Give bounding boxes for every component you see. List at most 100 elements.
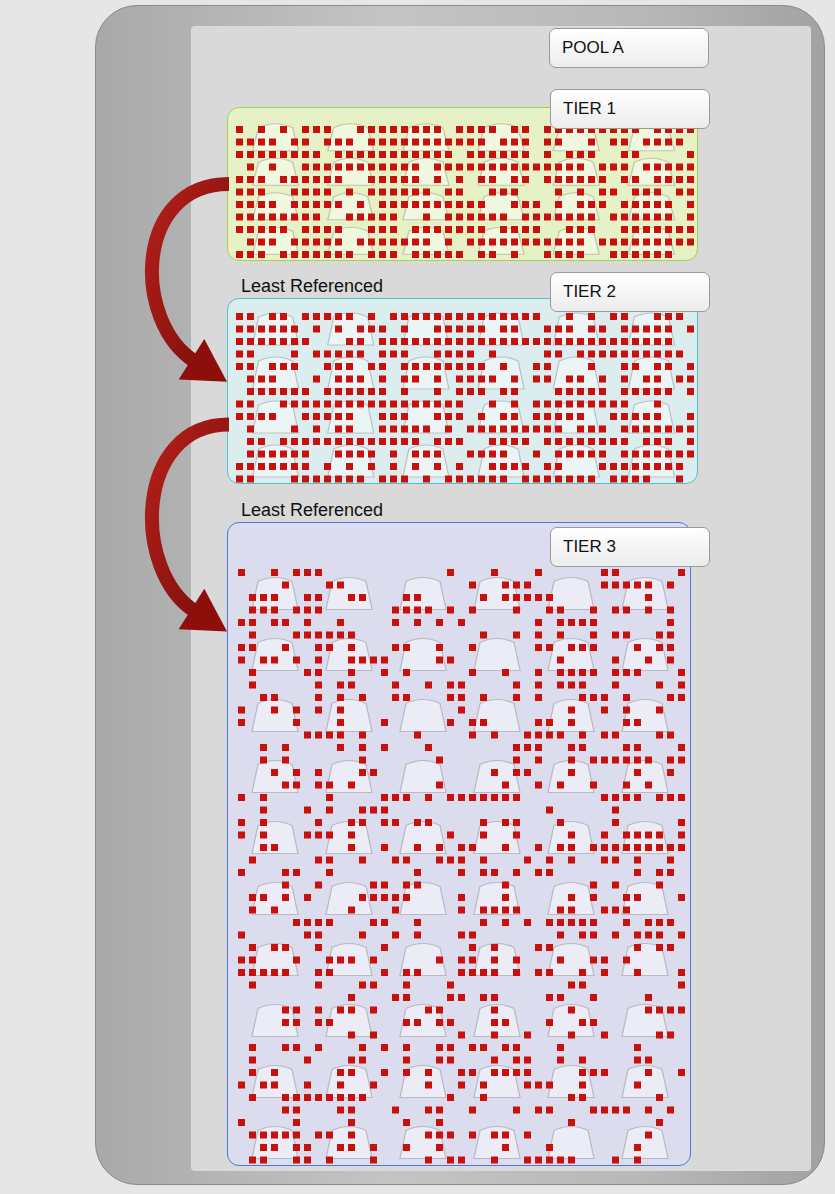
data-block xyxy=(357,214,364,221)
data-block xyxy=(436,957,443,964)
data-block xyxy=(546,807,553,814)
data-block xyxy=(456,413,463,420)
data-block xyxy=(436,1007,443,1014)
data-block xyxy=(247,201,254,208)
data-block xyxy=(632,476,639,483)
data-block xyxy=(368,176,375,183)
data-block xyxy=(500,214,507,221)
data-block xyxy=(258,189,265,196)
data-block xyxy=(291,239,298,246)
data-block xyxy=(258,139,265,146)
disk-icon xyxy=(326,761,372,793)
disk-icon xyxy=(553,158,599,185)
disk-icon xyxy=(328,193,374,220)
data-block xyxy=(368,313,375,320)
data-block xyxy=(566,151,573,158)
data-block xyxy=(467,376,474,383)
data-block xyxy=(282,582,289,589)
data-block xyxy=(247,251,254,258)
data-block xyxy=(302,438,309,445)
data-block xyxy=(676,451,683,458)
data-block xyxy=(579,682,586,689)
data-block xyxy=(282,757,289,764)
data-block xyxy=(401,189,408,196)
data-block xyxy=(535,569,542,576)
data-block xyxy=(390,476,397,483)
data-block xyxy=(271,969,278,976)
data-block xyxy=(379,351,386,358)
data-block xyxy=(544,438,551,445)
data-block xyxy=(544,139,551,146)
data-block xyxy=(522,126,529,133)
data-block xyxy=(249,632,256,639)
data-block xyxy=(335,376,342,383)
disk-icon xyxy=(328,124,374,151)
data-block xyxy=(445,401,452,408)
data-block xyxy=(315,944,322,951)
data-block xyxy=(678,569,685,576)
disk-icon xyxy=(474,578,520,610)
data-block xyxy=(335,139,342,146)
data-block xyxy=(392,607,399,614)
data-block xyxy=(368,126,375,133)
data-block xyxy=(502,782,509,789)
data-block xyxy=(645,657,652,664)
data-block xyxy=(370,882,377,889)
data-block xyxy=(643,413,650,420)
data-block xyxy=(434,126,441,133)
data-block xyxy=(346,426,353,433)
data-block xyxy=(381,882,388,889)
data-block xyxy=(436,844,443,851)
disk-icon xyxy=(253,313,299,345)
data-block xyxy=(456,313,463,320)
data-block xyxy=(423,338,430,345)
data-block xyxy=(282,782,289,789)
data-block xyxy=(247,363,254,370)
data-block xyxy=(269,226,276,233)
data-block xyxy=(480,719,487,726)
data-block xyxy=(588,313,595,320)
data-block xyxy=(357,164,364,171)
data-block xyxy=(621,363,628,370)
data-block xyxy=(599,451,606,458)
data-block xyxy=(645,1132,652,1139)
data-block xyxy=(368,189,375,196)
data-block xyxy=(645,757,652,764)
data-block xyxy=(535,632,542,639)
data-block xyxy=(500,363,507,370)
data-block xyxy=(291,338,298,345)
data-block xyxy=(467,338,474,345)
data-block xyxy=(238,969,245,976)
data-block xyxy=(436,757,443,764)
data-block xyxy=(315,857,322,864)
data-block xyxy=(436,1107,443,1114)
data-block xyxy=(368,151,375,158)
disk-icon xyxy=(553,445,599,477)
data-block xyxy=(511,189,518,196)
data-block xyxy=(687,413,694,420)
data-block xyxy=(665,426,672,433)
data-block xyxy=(588,426,595,433)
data-block xyxy=(324,413,331,420)
data-block xyxy=(513,1057,520,1064)
data-block xyxy=(368,239,375,246)
data-block xyxy=(511,338,518,345)
data-block xyxy=(423,313,430,320)
data-block xyxy=(271,657,278,664)
data-block xyxy=(258,463,265,470)
disk-icon xyxy=(478,357,524,389)
data-block xyxy=(293,1044,300,1051)
data-block xyxy=(612,1107,619,1114)
data-block xyxy=(326,644,333,651)
data-block xyxy=(634,1144,641,1151)
data-block xyxy=(436,1019,443,1026)
data-block xyxy=(524,1069,531,1076)
data-block xyxy=(392,857,399,864)
data-block xyxy=(414,607,421,614)
data-block xyxy=(423,451,430,458)
data-block xyxy=(269,463,276,470)
data-block xyxy=(379,251,386,258)
data-block xyxy=(568,844,575,851)
data-block xyxy=(634,669,641,676)
data-block xyxy=(247,239,254,246)
